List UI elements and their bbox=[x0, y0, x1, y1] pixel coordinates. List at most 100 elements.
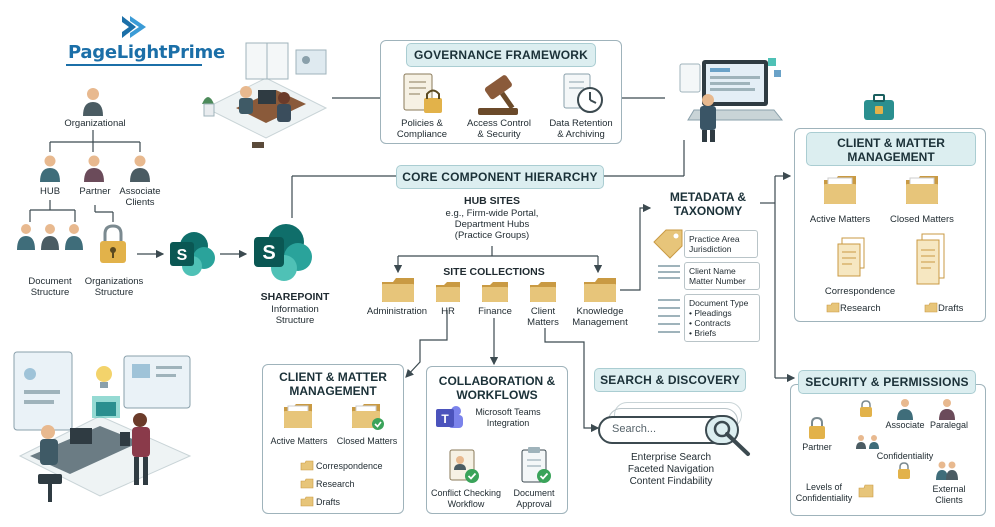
conflict-checking-icon bbox=[449, 449, 479, 483]
policies-compliance-label: Policies & Compliance bbox=[396, 118, 448, 140]
organizations-structure-label: Organizations Structure bbox=[84, 276, 144, 298]
svg-text:S: S bbox=[262, 242, 275, 264]
cmm-left-research-folder-icon bbox=[300, 478, 314, 489]
gavel-icon bbox=[478, 75, 518, 115]
magnifier-icon[interactable] bbox=[705, 415, 754, 458]
group-people-icon bbox=[856, 435, 879, 449]
cmm-left-correspondence-label: Correspondence bbox=[316, 461, 383, 471]
teams-icon: T bbox=[436, 406, 463, 428]
team-people-icon bbox=[17, 224, 83, 250]
search-discovery-title: SEARCH & DISCOVERY bbox=[594, 368, 746, 392]
active-matters-folder-icon bbox=[824, 176, 856, 204]
logo-mark-icon bbox=[122, 16, 146, 38]
cmm-right-title: CLIENT & MATTER MANAGEMENT bbox=[837, 136, 945, 164]
cmm-right-active-label: Active Matters bbox=[809, 214, 871, 225]
client-name-tag: Client Name Matter Number bbox=[684, 262, 760, 290]
brand-logo: PageLightPrime bbox=[68, 42, 225, 63]
core-hierarchy-title: CORE COMPONENT HIERARCHY bbox=[396, 165, 604, 189]
document-approval-label: Document Approval bbox=[513, 488, 555, 509]
external-clients-people-icon bbox=[936, 461, 958, 480]
briefcase-lock-icon bbox=[864, 94, 894, 120]
document-type-lines-icon bbox=[658, 299, 680, 333]
cmm-left-active-label: Active Matters bbox=[270, 436, 328, 446]
collaboration-team-illustration bbox=[13, 351, 192, 502]
hub-sites-label: HUB SITES bbox=[463, 195, 520, 207]
cmm-right-closed-label: Closed Matters bbox=[890, 214, 954, 225]
external-lock-icon bbox=[898, 462, 910, 479]
associate-clients-label: Associate Clients bbox=[119, 186, 161, 208]
hub-label: HUB bbox=[39, 186, 61, 197]
sharepoint-icon-large: S bbox=[254, 224, 312, 281]
sharepoint-sub-label: Information Structure bbox=[271, 304, 319, 326]
security-associate-label: Associate bbox=[885, 420, 925, 430]
list-lines-icon bbox=[658, 265, 680, 279]
security-title: SECURITY & PERMISSIONS bbox=[798, 370, 976, 394]
closed-matters-folder-icon bbox=[906, 176, 938, 204]
metadata-title: METADATA & TAXONOMY bbox=[669, 190, 747, 218]
cmm-right-title-bg bbox=[806, 132, 976, 166]
document-approval-icon bbox=[521, 447, 551, 483]
office-desk-illustration bbox=[202, 42, 328, 148]
hr-label: HR bbox=[441, 306, 455, 317]
cmm-right-research-label: Research bbox=[840, 303, 881, 314]
partner-person-icon bbox=[84, 155, 104, 182]
confidential-folder-icon bbox=[858, 484, 874, 498]
svg-text:S: S bbox=[177, 247, 188, 264]
conflict-checking-label: Conflict Checking Workflow bbox=[430, 488, 502, 509]
access-control-label: Access Control & Security bbox=[467, 118, 531, 140]
collab-title: COLLABORATION & WORKFLOWS bbox=[438, 374, 556, 402]
cmm-left-closed-folder-icon bbox=[352, 404, 384, 430]
client-matters-folder-icon bbox=[530, 282, 556, 302]
associate-lock-icon bbox=[860, 400, 872, 417]
finance-label: Finance bbox=[478, 306, 512, 317]
cmm-left-drafts-label: Drafts bbox=[316, 497, 341, 507]
knowledge-folder-icon bbox=[584, 278, 616, 302]
hub-person-icon bbox=[40, 155, 60, 182]
cmm-left-panel bbox=[262, 364, 404, 514]
padlock-icon bbox=[100, 224, 126, 263]
knowledge-management-label: Knowledge Management bbox=[572, 306, 628, 328]
laptop-worker-illustration bbox=[679, 58, 784, 142]
organizational-label: Organizational bbox=[64, 118, 126, 129]
security-panel bbox=[790, 384, 986, 516]
hr-folder-icon bbox=[436, 282, 460, 302]
finance-folder-icon bbox=[482, 282, 508, 302]
associate-person-icon bbox=[130, 155, 150, 182]
sharepoint-label: SHAREPOINT bbox=[260, 291, 330, 303]
practice-area-tag: Practice Area Jurisdiction bbox=[684, 230, 758, 258]
cmm-left-correspondence-folder-icon bbox=[300, 460, 314, 471]
correspondence-document-icon bbox=[837, 237, 865, 277]
data-retention-icon bbox=[563, 73, 603, 113]
security-external-label: External Clients bbox=[932, 484, 966, 505]
security-partner-label: Partner bbox=[802, 442, 832, 452]
cmm-left-active-folder-icon bbox=[284, 404, 312, 428]
client-matters-label: Client Matters bbox=[527, 306, 559, 328]
research-folder-small-icon bbox=[826, 302, 840, 313]
search-features-label: Enterprise Search Faceted Navigation Con… bbox=[627, 452, 715, 487]
sharepoint-icon-small: S bbox=[170, 232, 215, 276]
partner-label: Partner bbox=[79, 186, 111, 197]
document-structure-label: Document Structure bbox=[28, 276, 72, 298]
data-retention-label: Data Retention & Archiving bbox=[549, 118, 613, 140]
teams-integration-label: Microsoft Teams Integration bbox=[475, 407, 541, 428]
administration-label: Administration bbox=[366, 306, 428, 317]
policies-document-icon bbox=[403, 73, 442, 113]
cmm-left-research-label: Research bbox=[316, 479, 355, 489]
cmm-right-correspondence-label: Correspondence bbox=[824, 286, 896, 297]
security-levels-label: Levels of Confidentiality bbox=[795, 482, 853, 503]
executive-person-icon bbox=[83, 88, 103, 116]
associate-person-icon-sec bbox=[897, 399, 913, 420]
drafts-folder-small-icon bbox=[924, 302, 938, 313]
tag-icon bbox=[653, 229, 683, 259]
document-type-tag: Document Type • Pleadings • Contracts • … bbox=[684, 294, 760, 342]
governance-title: GOVERNANCE FRAMEWORK bbox=[406, 43, 596, 67]
logo-underline bbox=[66, 64, 202, 66]
security-confidentiality-label: Confidentiality bbox=[876, 451, 934, 461]
cmm-left-drafts-folder-icon bbox=[300, 496, 314, 507]
partner-lock-icon bbox=[809, 416, 825, 439]
cmm-right-drafts-label: Drafts bbox=[938, 303, 964, 314]
svg-text:T: T bbox=[441, 412, 449, 426]
collab-panel bbox=[426, 366, 568, 514]
cmm-left-closed-label: Closed Matters bbox=[336, 436, 398, 446]
hub-sites-sub-label: e.g., Firm-wide Portal, Department Hubs … bbox=[445, 208, 539, 241]
